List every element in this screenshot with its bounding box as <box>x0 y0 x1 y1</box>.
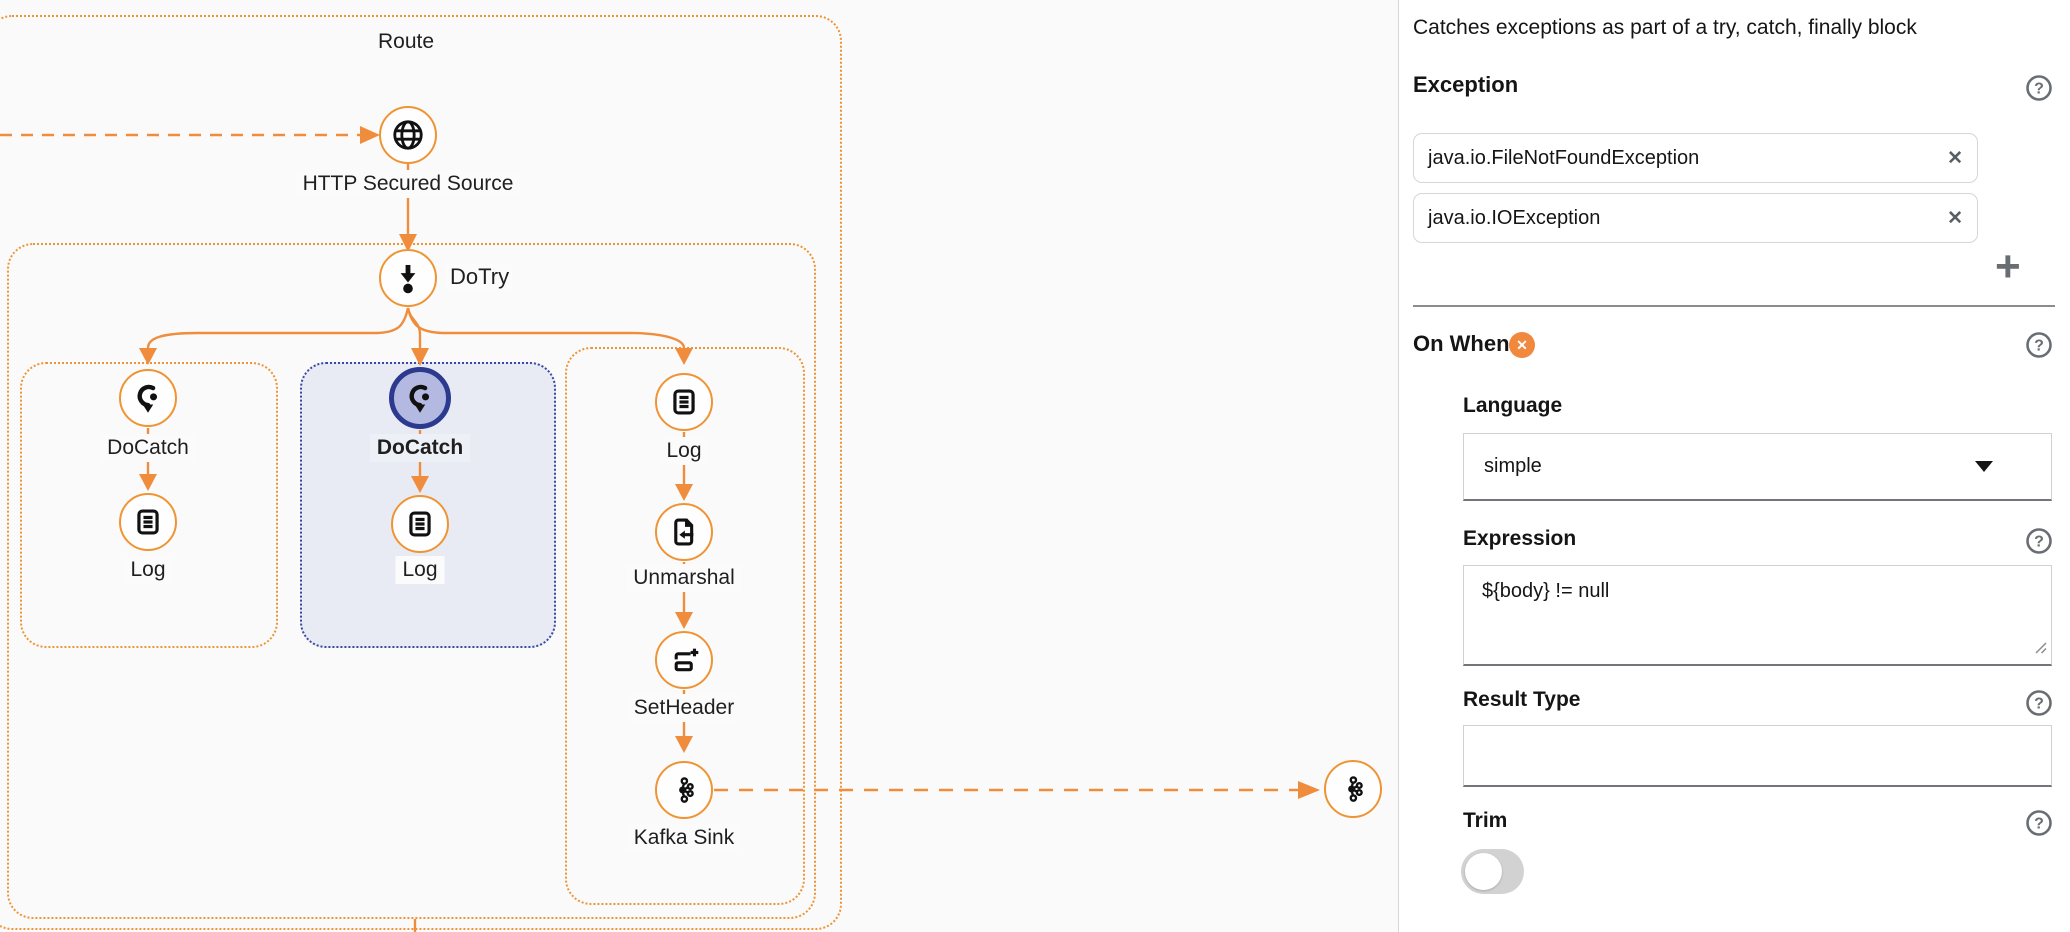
on-when-heading: On When <box>1413 331 1510 356</box>
language-label: Language <box>1463 394 1563 417</box>
node-log-docatch-2[interactable] <box>391 495 449 553</box>
exception-item-row[interactable]: java.io.FileNotFoundException ✕ <box>1413 133 1978 183</box>
svg-text:?: ? <box>2034 696 2044 713</box>
node-label-setheader: SetHeader <box>626 694 742 722</box>
dotry-icon <box>391 261 425 295</box>
exception-group-divider <box>1413 305 2055 307</box>
remove-on-when-button[interactable]: ✕ <box>1509 332 1535 358</box>
exception-heading: Exception <box>1413 72 1519 97</box>
node-setheader[interactable] <box>655 631 713 689</box>
help-icon[interactable]: ? <box>2025 809 2053 837</box>
result-type-input[interactable] <box>1463 725 2052 787</box>
node-dotry[interactable] <box>379 249 437 307</box>
log-icon <box>132 506 164 538</box>
route-container[interactable] <box>0 15 842 930</box>
language-select[interactable]: simple <box>1463 433 2052 501</box>
node-label-log-1: Log <box>123 556 173 584</box>
node-unmarshal[interactable] <box>655 503 713 561</box>
exception-value: java.io.FileNotFoundException <box>1428 146 1700 169</box>
help-icon[interactable]: ? <box>2025 331 2053 359</box>
result-type-label: Result Type <box>1463 688 1581 711</box>
node-kafka-sink[interactable] <box>655 761 713 819</box>
node-docatch-2-selected[interactable] <box>389 367 451 429</box>
svg-text:?: ? <box>2034 81 2044 98</box>
help-icon[interactable]: ? <box>2025 689 2053 717</box>
globe-icon <box>390 117 426 153</box>
svg-text:?: ? <box>2034 534 2044 551</box>
properties-panel: Catches exceptions as part of a try, cat… <box>1399 0 2070 932</box>
log-icon <box>668 386 700 418</box>
log-icon <box>404 508 436 540</box>
svg-text:?: ? <box>2034 816 2044 833</box>
remove-exception-icon[interactable]: ✕ <box>1947 207 1963 229</box>
node-http-secured-source[interactable] <box>379 106 437 164</box>
node-label-docatch-1: DoCatch <box>100 434 196 462</box>
node-docatch-1[interactable] <box>119 369 177 427</box>
panel-description: Catches exceptions as part of a try, cat… <box>1413 16 1917 39</box>
flow-canvas[interactable]: Route HTTP Secured Source DoTry <box>0 0 1399 932</box>
node-label-http-secured-source: HTTP Secured Source <box>295 170 521 198</box>
docatch-icon <box>131 381 165 415</box>
trim-toggle[interactable] <box>1461 849 1524 894</box>
route-container-label: Route <box>377 30 435 53</box>
help-icon[interactable]: ? <box>2025 527 2053 555</box>
exception-value: java.io.IOException <box>1428 206 1601 229</box>
node-kafka-target[interactable] <box>1324 760 1382 818</box>
node-label-unmarshal: Unmarshal <box>626 564 742 592</box>
resize-grip-icon[interactable] <box>2033 637 2047 660</box>
svg-text:?: ? <box>2034 338 2044 355</box>
setheader-icon <box>667 643 701 677</box>
node-label-kafka-sink: Kafka Sink <box>626 824 742 852</box>
docatch-icon <box>403 381 437 415</box>
kafka-icon <box>669 775 699 805</box>
chevron-down-icon <box>1975 461 1993 472</box>
expression-value: ${body} != null <box>1482 580 1610 602</box>
node-label-log-2: Log <box>395 556 445 584</box>
add-exception-button[interactable]: + <box>1995 242 2021 291</box>
node-label-docatch-2: DoCatch <box>369 434 471 462</box>
unmarshal-icon <box>667 515 701 549</box>
node-log-3[interactable] <box>655 373 713 431</box>
help-icon[interactable]: ? <box>2025 74 2053 102</box>
trim-label: Trim <box>1463 809 1508 832</box>
toggle-knob <box>1465 853 1502 890</box>
exception-item-row[interactable]: java.io.IOException ✕ <box>1413 193 1978 243</box>
kafka-icon <box>1338 774 1368 804</box>
node-label-log-3: Log <box>659 437 709 465</box>
node-label-dotry: DoTry <box>446 264 514 290</box>
expression-label: Expression <box>1463 527 1577 550</box>
remove-exception-icon[interactable]: ✕ <box>1947 147 1963 169</box>
expression-textarea[interactable]: ${body} != null <box>1463 565 2052 666</box>
language-selected-value: simple <box>1484 455 1542 477</box>
node-log-docatch-1[interactable] <box>119 493 177 551</box>
